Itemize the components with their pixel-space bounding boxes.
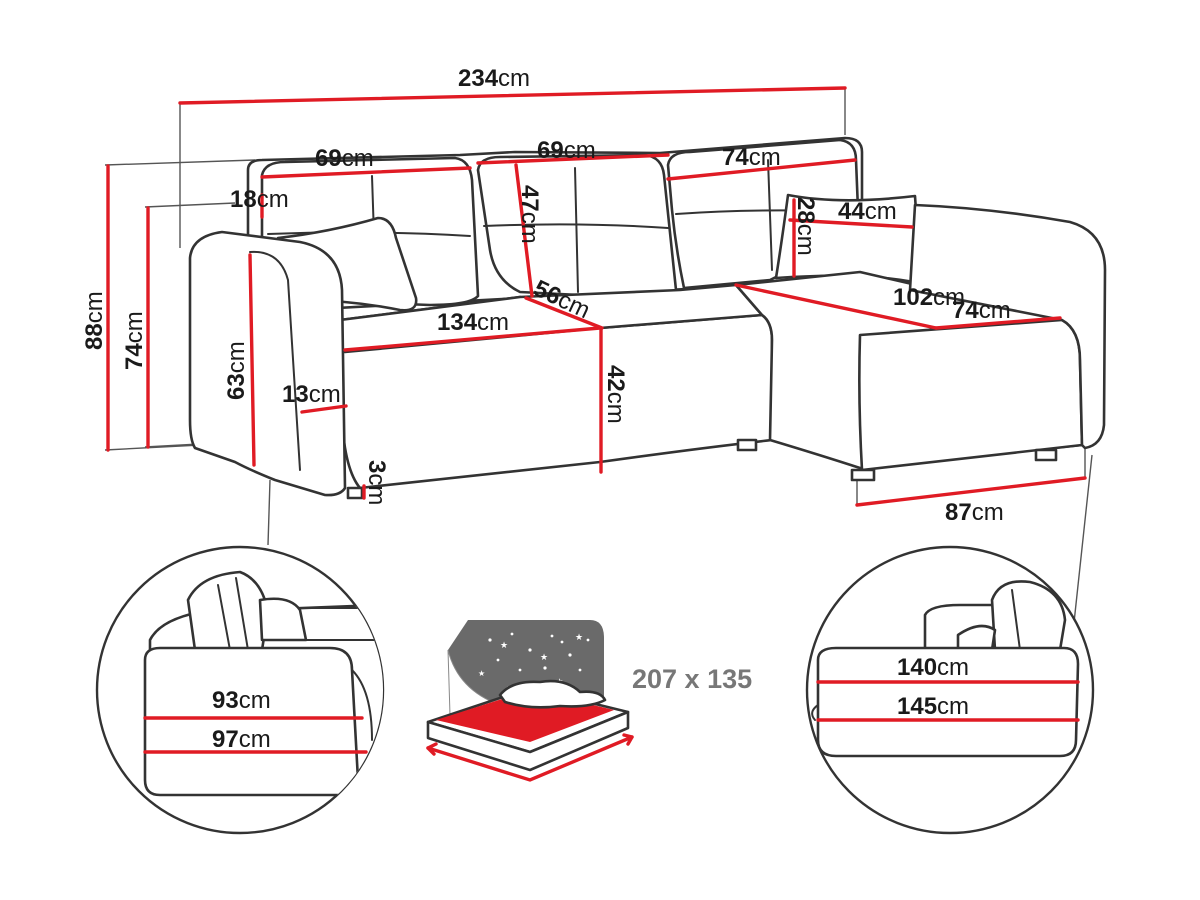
label-back-cushion-height: 47cm	[516, 185, 543, 244]
label-right-outer-depth: 145cm	[897, 693, 969, 720]
label-back-height: 74cm	[121, 311, 148, 370]
bed-dim-arrow	[426, 735, 634, 782]
label-armrest-width: 13cm	[282, 381, 341, 408]
dim-line-back-middle	[476, 153, 670, 165]
dim-line-chaise-length	[734, 283, 938, 330]
dim-line-seat-width	[343, 326, 602, 352]
sofa-drawing	[188, 136, 1107, 500]
sofa-leg	[850, 468, 876, 482]
dim-line-armrest-height	[248, 253, 256, 467]
label-back-left: 69cm	[315, 145, 374, 172]
label-back-cushion-depth: 18cm	[230, 186, 289, 213]
dim-line-back-left	[260, 166, 472, 179]
label-leg-height: 3cm	[363, 460, 390, 505]
label-seat-height: 42cm	[602, 365, 629, 424]
svg-text:★: ★	[540, 653, 548, 663]
label-chaise-base: 87cm	[945, 499, 1004, 526]
svg-text:★: ★	[575, 633, 583, 643]
label-left-inner-depth: 93cm	[212, 687, 271, 714]
label-chaise-width: 74cm	[952, 297, 1011, 324]
label-pillow-height: 28cm	[792, 197, 819, 256]
sofa-leg	[1034, 448, 1058, 462]
dim-line-back-cushion-height	[514, 163, 534, 298]
dim-line-pillow-width	[788, 218, 914, 229]
label-total-height: 88cm	[81, 291, 108, 350]
bed-icon: ★ ★ ★ ★ ★ 207 x 135	[426, 620, 752, 782]
label-left-outer-depth: 97cm	[212, 726, 271, 753]
label-total-width: 234cm	[458, 65, 530, 92]
right-armrest	[908, 203, 1107, 450]
left-armrest	[188, 230, 347, 497]
dim-line-chaise-width	[934, 316, 1062, 330]
svg-text:★: ★	[478, 669, 485, 678]
label-right-inner-depth: 140cm	[897, 654, 969, 681]
label-seat-width: 134cm	[437, 309, 509, 336]
sofa-leg	[736, 438, 758, 452]
dim-line-seat-depth	[524, 296, 604, 330]
magnifier-left: 93cm 97cm	[95, 545, 385, 835]
magnifier-right: 140cm 145cm	[805, 545, 1095, 835]
label-back-middle: 69cm	[537, 137, 596, 164]
dimension-lines	[106, 86, 1087, 507]
sofa-leg	[346, 486, 364, 500]
label-armrest-height: 63cm	[223, 341, 250, 400]
label-pillow-width: 44cm	[838, 198, 897, 225]
chaise-front	[858, 318, 1084, 472]
dim-line-armrest-width	[300, 404, 348, 414]
label-back-right: 74cm	[722, 144, 781, 171]
svg-text:★: ★	[500, 641, 508, 651]
label-chaise-length: 102cm	[893, 284, 965, 311]
bed-size-label: 207 x 135	[632, 664, 752, 694]
dim-line-total-width	[178, 86, 847, 105]
dimension-labels: 234cm 69cm 69cm 74cm 18cm 44cm 102cm 74c…	[81, 65, 1011, 526]
dim-line-back-right	[666, 158, 857, 181]
dim-line-chaise-base	[855, 476, 1087, 507]
